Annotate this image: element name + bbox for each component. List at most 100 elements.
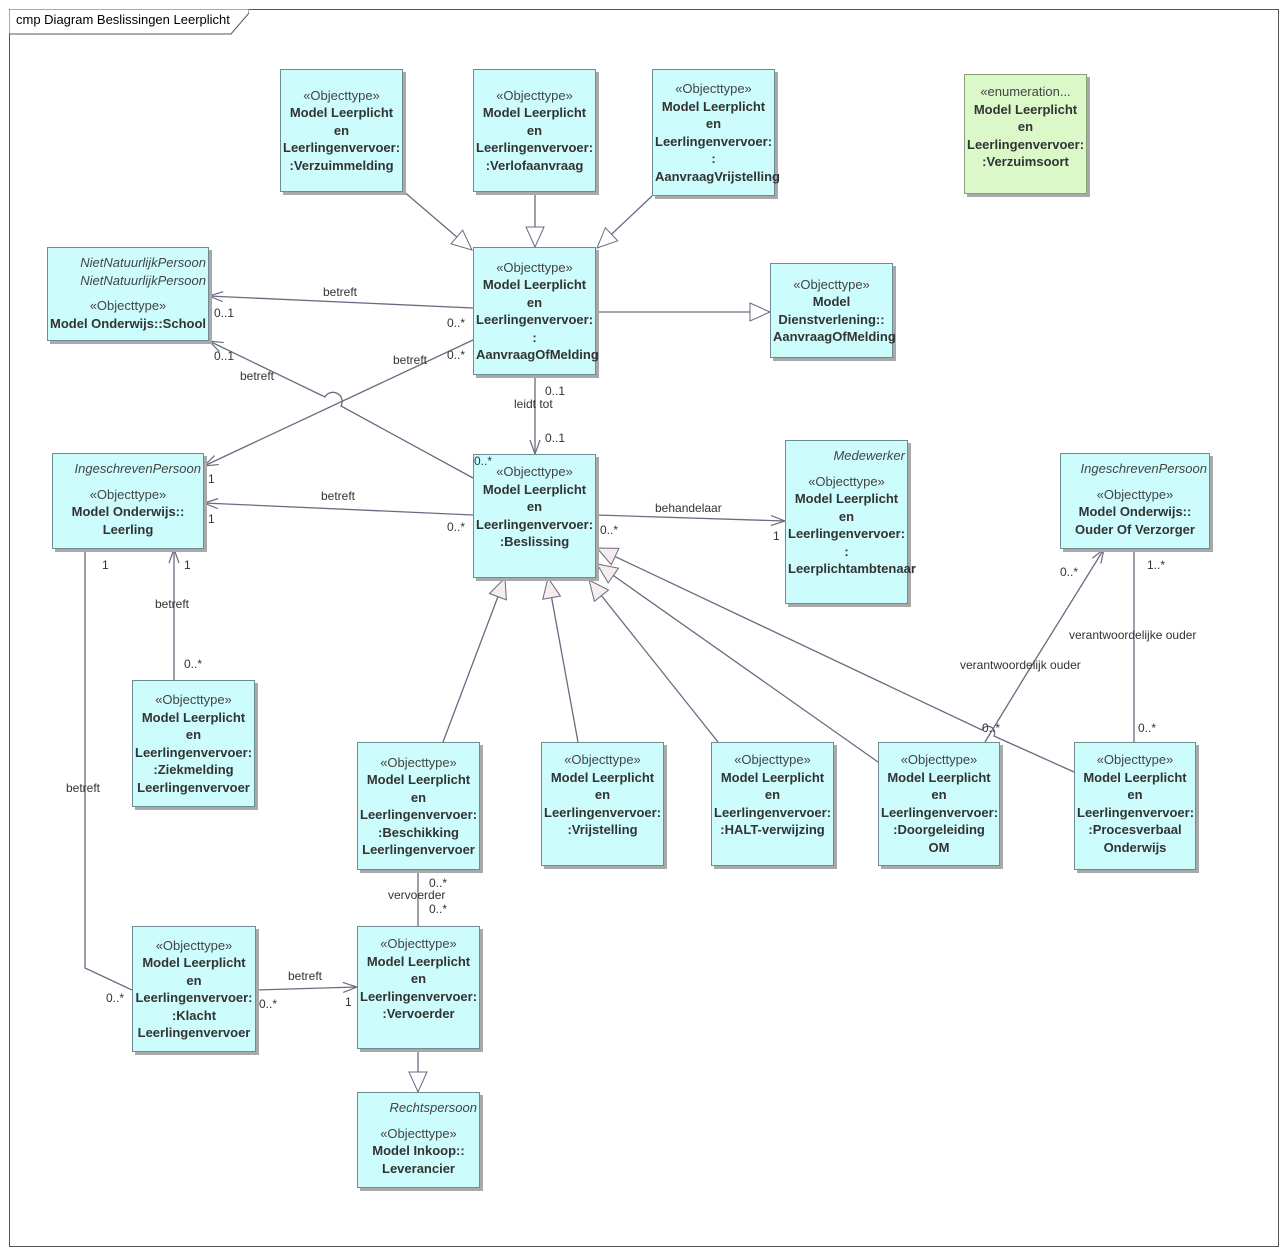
role-label: verantwoordelijke ouder [1069,628,1197,642]
stereotype-label: «Objecttype» [155,692,232,707]
stereotype-label: «Objecttype» [1096,752,1174,767]
assoc-aom-leerling [204,339,474,466]
stereotype-label: «Objecttype» [496,87,573,103]
stereotype-label: «enumeration... [980,84,1071,99]
assoc-bes-school [209,341,474,479]
stereotype-label: «Objecttype» [496,259,573,275]
class-name: Model Onderwijs::Leerling [71,504,185,537]
stereotype-label: «Objecttype» [380,936,457,951]
node-leerling[interactable]: IngeschrevenPersoon «Objecttype» Model O… [52,453,204,549]
node-leerplichtambtenaar[interactable]: Medewerker «Objecttype» Model Leerplicht… [785,440,916,604]
multiplicity-label: 1..* [1147,558,1166,572]
role-label: betreft [393,353,428,367]
multiplicity-label: 1 [102,558,109,572]
role-label: vervoerder [388,888,446,902]
gen-procesverbaal [597,547,1075,773]
gen-vrijstelling [548,578,579,743]
assoc-bes-leerling [204,503,474,516]
stereotype-label: «Objecttype» [564,752,641,767]
multiplicity-label: 0..* [474,454,493,468]
stereotype-label: «Objecttype» [496,464,573,479]
multiplicity-label: 0..* [184,657,203,671]
multiplicity-label: 1 [208,512,215,526]
stereotype-label: «Objecttype» [793,276,870,292]
role-label: betreft [323,285,358,299]
stereotype-label: «Objecttype» [808,473,885,489]
role-label: betreft [66,781,101,795]
stereotype-label: «Objecttype» [380,1125,457,1141]
stereotype-label: «Objecttype» [734,752,811,767]
diagram-frame [9,9,1279,1247]
stereotype-label: «Objecttype» [303,87,380,103]
parent-class-label: IngeschrevenPersoon [1080,461,1207,476]
multiplicity-label: 1 [184,558,191,572]
gen-beschikking [442,578,505,743]
class-name: Model Onderwijs::School [50,315,207,331]
stereotype-label: «Objecttype» [675,81,752,96]
multiplicity-label: 0..* [1138,721,1157,735]
role-label: behandelaar [655,501,722,515]
node-leverancier[interactable]: Rechtspersoon «Objecttype» Model Inkoop:… [357,1092,480,1188]
gen-doorgeleiding [597,564,879,763]
multiplicity-label: 0..1 [545,384,566,398]
multiplicity-label: 0..* [106,991,125,1005]
role-label: verantwoordelijk ouder [960,658,1081,672]
gen-verzuimmelding [401,189,472,250]
stereotype-label: «Objecttype» [155,937,233,953]
multiplicity-label: 0..1 [214,306,235,320]
multiplicity-label: 0..* [982,721,1001,735]
multiplicity-label: 0..1 [545,431,566,445]
parent-class-label: Rechtspersoon [389,1100,477,1115]
parent-class-label: IngeschrevenPersoon [74,461,201,476]
multiplicity-label: 0..1 [214,349,235,363]
multiplicity-label: 1 [345,995,352,1009]
gen-aanvraagvrijstelling [597,195,653,248]
multiplicity-label: 0..* [1060,565,1079,579]
multiplicity-label: 1 [208,472,215,486]
multiplicity-label: 0..* [429,876,448,890]
parent-class-label: Medewerker [833,448,905,463]
role-label: betreft [155,597,190,611]
role-label: betreft [288,969,323,983]
assoc-doorgeleiding-ouder [984,549,1104,743]
assoc-klacht-leerling [84,549,133,991]
stereotype-label: «Objecttype» [89,486,167,502]
multiplicity-label: 0..* [429,902,448,916]
role-label: betreft [240,369,275,383]
gen-halt [589,580,719,743]
multiplicity-label: 0..* [447,316,466,330]
frame-label-tab [9,9,249,35]
stereotype-label: «Objecttype» [380,754,457,770]
stereotype-label: «Objecttype» [89,298,167,313]
node-ouder[interactable]: IngeschrevenPersoon «Objecttype» Model O… [1060,453,1210,549]
